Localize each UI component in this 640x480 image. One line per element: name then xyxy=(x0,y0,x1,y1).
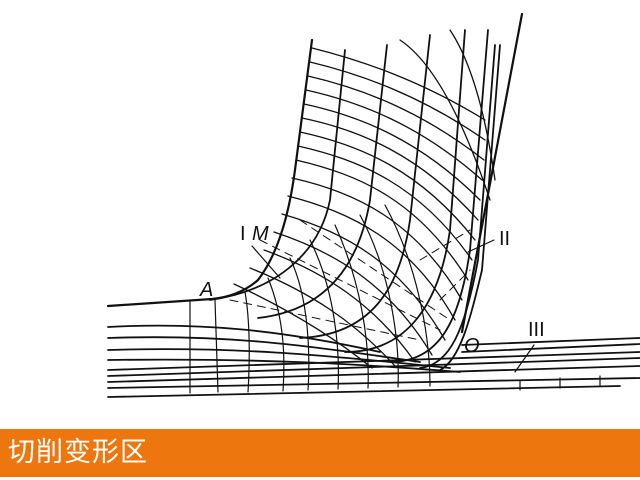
deformation-grid-svg xyxy=(106,12,640,398)
tool-rake-face xyxy=(460,12,524,334)
label-zone-1: I xyxy=(240,223,246,245)
caption-title: 切削变形区 xyxy=(8,437,148,468)
caption-bar: 切削变形区 xyxy=(0,429,640,477)
cutting-deformation-diagram: I M A II O III xyxy=(106,12,640,398)
label-point-o: O xyxy=(464,335,480,357)
label-point-a: A xyxy=(200,279,214,301)
label-point-m: M xyxy=(252,223,269,245)
label-zone-2: II xyxy=(499,228,511,250)
label-zone-3: III xyxy=(528,319,545,341)
